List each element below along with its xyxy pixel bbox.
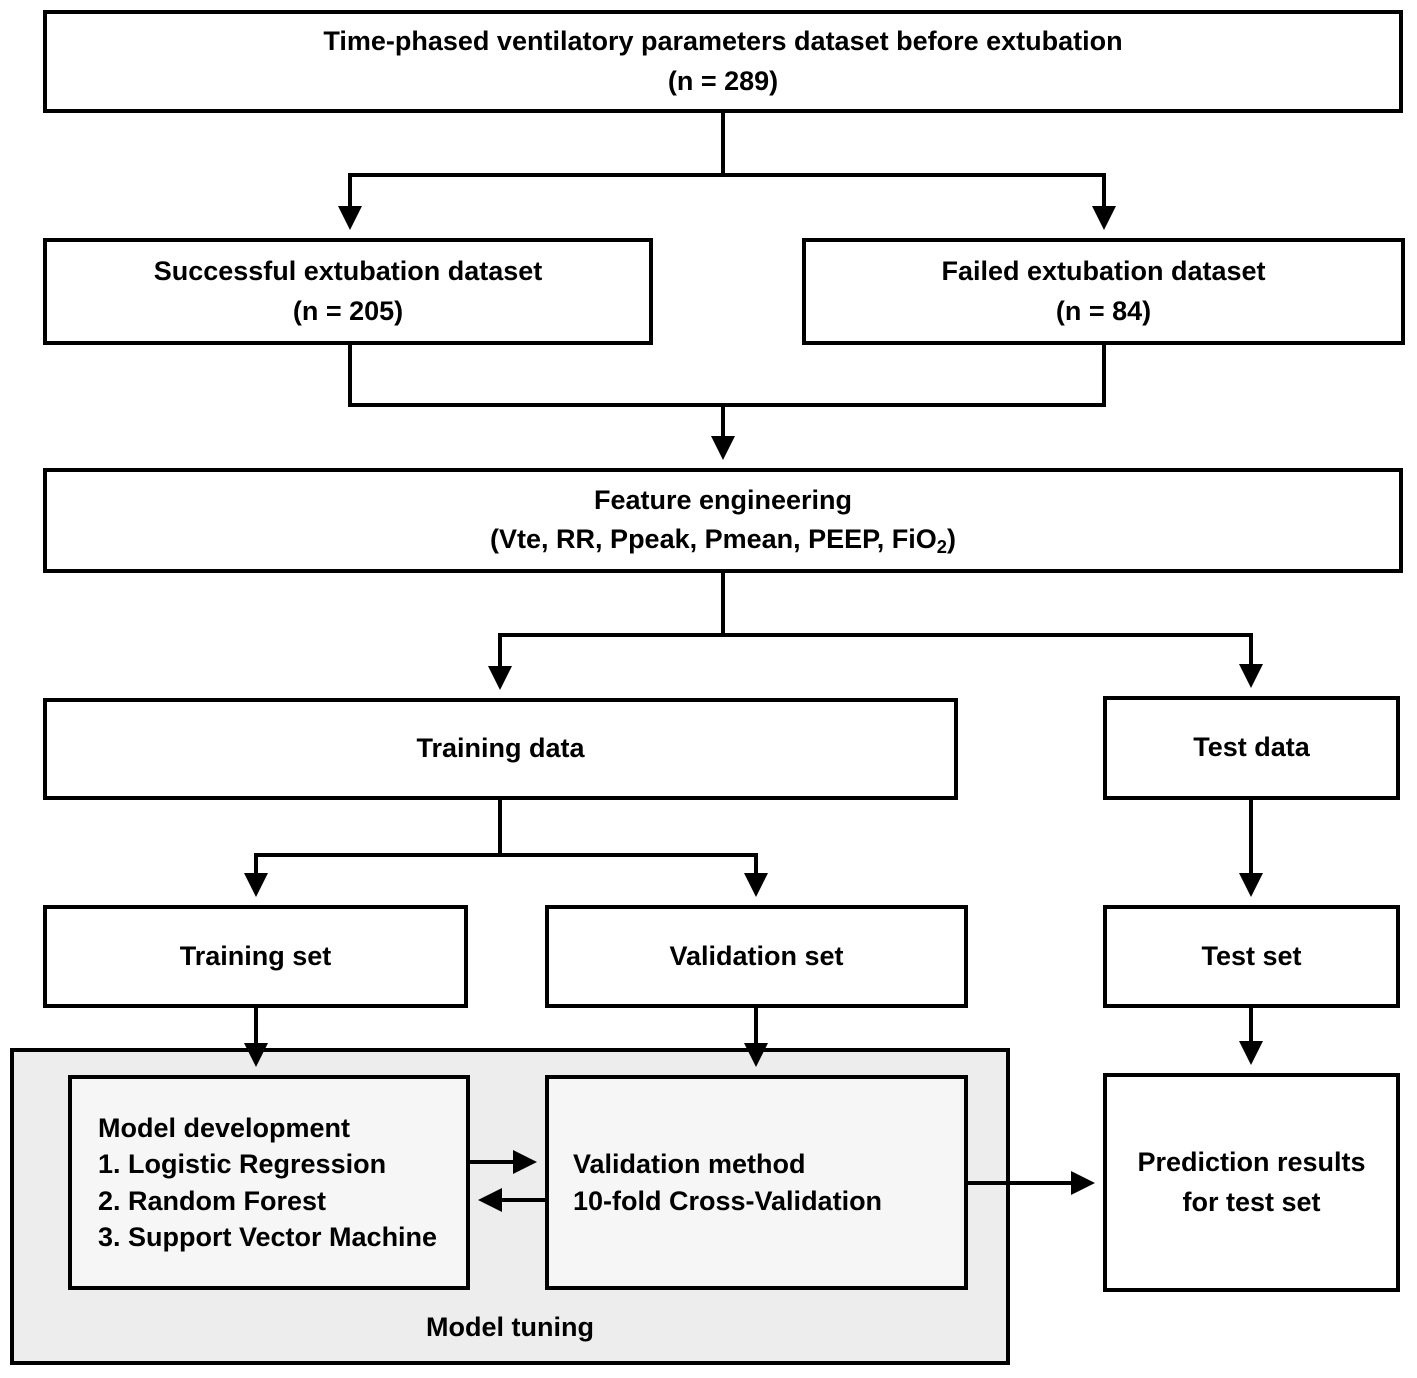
feature-engineering-line2: (Vte, RR, Ppeak, Pmean, PEEP, FiO2) [490,520,956,561]
connector-dataset-split [338,113,1116,230]
feature-engineering-line1: Feature engineering [593,484,853,515]
feature-params-subscript: 2 [936,535,947,557]
connector-feature-split [488,573,1263,690]
model-tuning-label: Model tuning [426,1312,594,1342]
box-successful-extubation: Successful extubation dataset (n = 205) [43,238,653,345]
training-data-label: Training data [416,733,585,764]
validation-set-label: Validation set [669,940,844,971]
box-feature-engineering: Feature engineering (Vte, RR, Ppeak, Pme… [43,468,1403,573]
box-failed-extubation: Failed extubation dataset (n = 84) [802,238,1405,345]
box-validation-set: Validation set [545,905,968,1008]
model-development-title: Model development [98,1113,351,1144]
box-validation-method: Validation method 10-fold Cross-Validati… [545,1075,968,1290]
training-set-label: Training set [179,940,332,971]
box-test-set: Test set [1103,905,1400,1008]
validation-method-line2: 10-fold Cross-Validation [573,1185,883,1216]
box-failed-line1: Failed extubation dataset [941,256,1266,287]
box-dataset-line1: Time-phased ventilatory parameters datas… [323,26,1123,57]
test-data-label: Test data [1193,732,1310,763]
box-test-data: Test data [1103,696,1400,800]
prediction-results-line1: Prediction results [1137,1147,1366,1178]
box-dataset-line2: (n = 289) [667,65,779,96]
model-development-item-3: 3. Support Vector Machine [98,1221,438,1252]
prediction-results-line2: for test set [1182,1186,1321,1217]
model-development-item-2: 2. Random Forest [98,1185,327,1216]
validation-method-line1: Validation method [573,1149,806,1180]
box-failed-line2: (n = 84) [1055,295,1152,326]
box-prediction-results: Prediction results for test set [1103,1073,1400,1292]
feature-params-post: ) [946,523,956,554]
test-set-label: Test set [1201,940,1302,971]
box-successful-line1: Successful extubation dataset [153,256,543,287]
box-training-data: Training data [43,698,958,800]
connector-merge-to-feature [348,345,1106,460]
box-dataset: Time-phased ventilatory parameters datas… [43,10,1403,113]
box-training-set: Training set [43,905,468,1008]
feature-params-pre: (Vte, RR, Ppeak, Pmean, PEEP, FiO [490,523,937,554]
box-model-development: Model development 1. Logistic Regression… [68,1075,470,1290]
connector-training-split [244,800,768,897]
box-successful-line2: (n = 205) [292,295,404,326]
model-development-item-1: 1. Logistic Regression [98,1149,387,1180]
